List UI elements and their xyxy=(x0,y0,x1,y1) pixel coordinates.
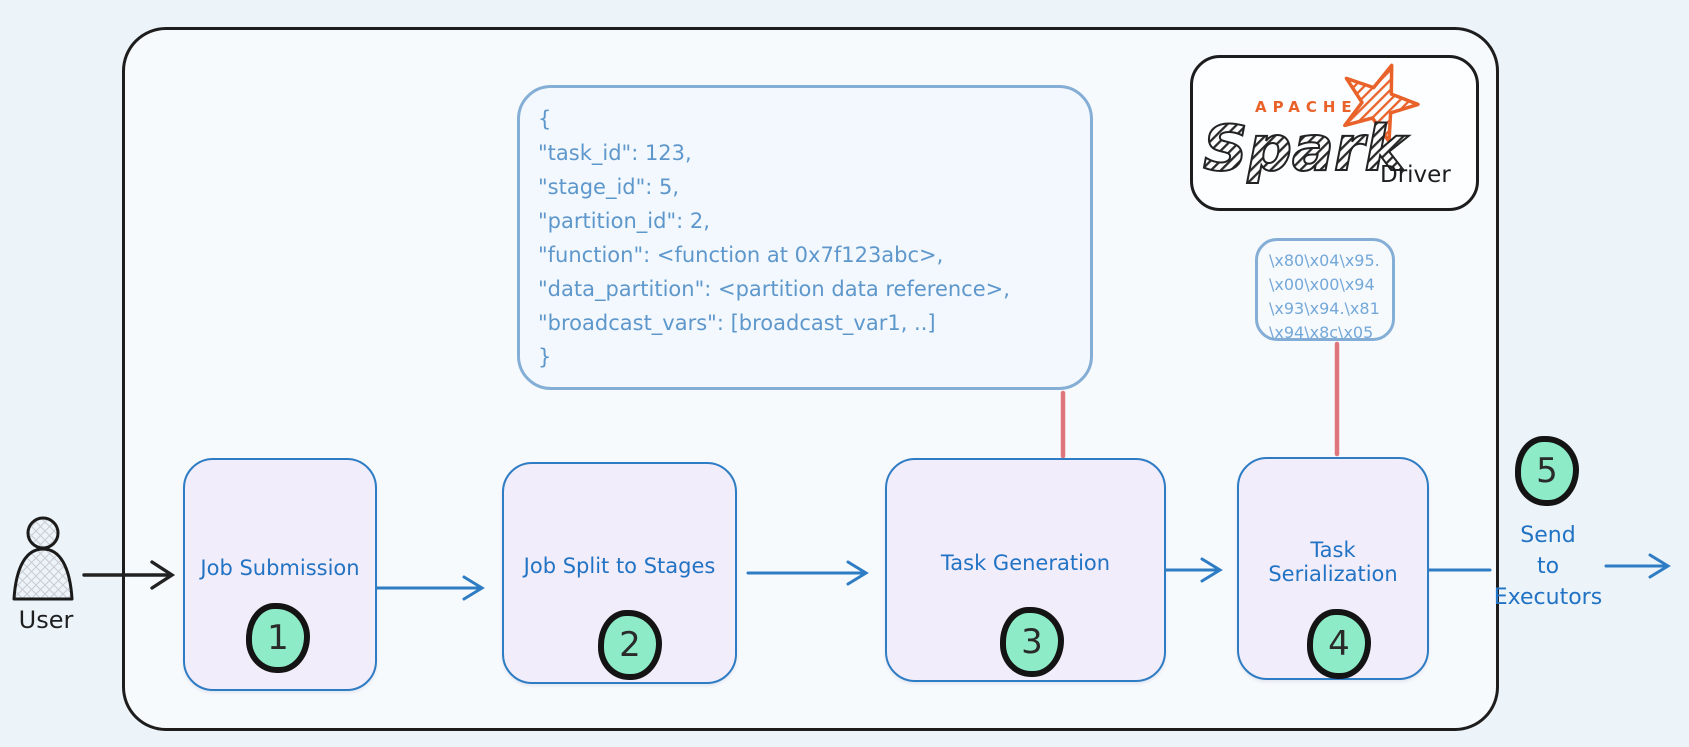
step-label: Task Generation xyxy=(940,551,1111,575)
step-number: 4 xyxy=(1328,624,1350,664)
serialized-bytes-callout: \x80\x04\x95. \x00\x00\x94 \x93\x94.\x81… xyxy=(1255,238,1395,342)
spark-wordmark: Spark xyxy=(1203,112,1409,185)
spark-logo-card: APACHE Spark xyxy=(1190,55,1479,211)
step-box-task-generation: Task Generation 3 xyxy=(885,458,1166,682)
bytes-line: \x00\x00\x94 xyxy=(1269,275,1375,294)
step-number: 5 xyxy=(1536,451,1558,491)
task-json-line: "task_id": 123, xyxy=(538,141,692,165)
user-icon xyxy=(12,516,74,601)
task-json-line: { xyxy=(538,107,552,131)
step-number: 3 xyxy=(1021,622,1043,662)
task-json-line: "data_partition": <partition data refere… xyxy=(538,277,1010,301)
bytes-line: \x93\x94.\x81 xyxy=(1269,299,1380,318)
step-box-job-submission: Job Submission 1 xyxy=(183,458,377,691)
bytes-line: \x80\x04\x95. xyxy=(1269,251,1380,270)
task-json-line: "partition_id": 2, xyxy=(538,209,710,233)
step-box-job-split-to-stages: Job Split to Stages 2 xyxy=(502,462,737,684)
spark-star-icon xyxy=(1343,63,1420,144)
task-json-line: "broadcast_vars": [broadcast_var1, ..] xyxy=(538,311,936,335)
task-json-line: } xyxy=(538,345,552,369)
step-label: Job Split to Stages xyxy=(523,554,716,578)
step-number-badge: 2 xyxy=(598,610,662,680)
apache-wordmark: APACHE xyxy=(1255,98,1358,116)
user-label: User xyxy=(18,606,74,634)
driver-label: Driver xyxy=(1380,162,1451,188)
step-number: 1 xyxy=(267,618,289,658)
step-label: Job Submission xyxy=(200,555,360,580)
step-number-badge-5: 5 xyxy=(1515,436,1579,506)
step-number: 2 xyxy=(619,625,641,665)
step-number-badge: 1 xyxy=(246,603,310,673)
task-json-line: "stage_id": 5, xyxy=(538,175,680,199)
step-number-badge: 4 xyxy=(1307,609,1371,679)
step-label: Task Serialization xyxy=(1268,537,1398,586)
step-box-task-serialization: Task Serialization 4 xyxy=(1237,457,1429,680)
send-to-executors-label: Send to Executors xyxy=(1493,523,1603,610)
bytes-line: \x94\x8c\x05 xyxy=(1269,323,1374,342)
spark-logo: APACHE Spark xyxy=(1202,63,1420,186)
task-json-callout: { "task_id": 123, "stage_id": 5, "partit… xyxy=(517,85,1093,390)
step-number-badge: 3 xyxy=(1000,607,1064,677)
task-json-line: "function": <function at 0x7f123abc>, xyxy=(538,243,944,267)
